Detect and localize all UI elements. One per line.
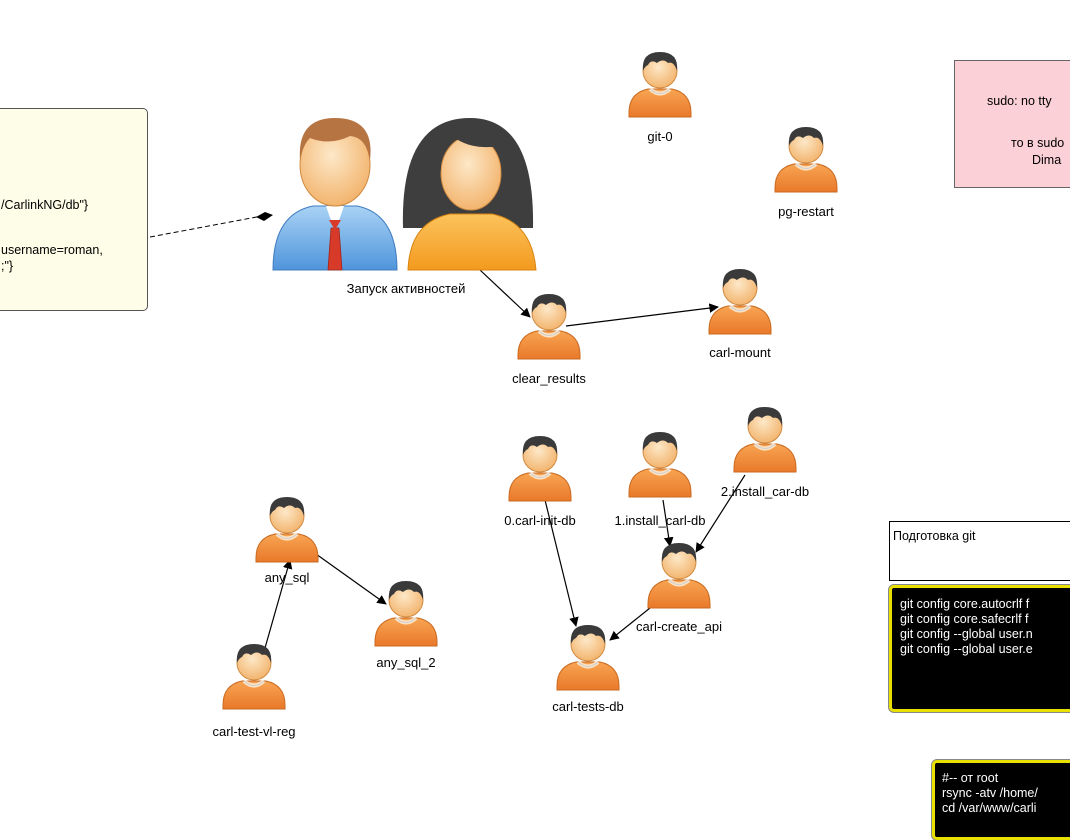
note-right-line-2: то в sudo	[1011, 136, 1065, 150]
node-label-init-db[interactable]: 0.carl-init-db	[504, 513, 576, 528]
note-left-line-3: ;"}	[1, 259, 14, 273]
edge-vlreg-anysql	[264, 559, 293, 649]
root-cmd-line: rsync -atv /home/	[942, 786, 1038, 800]
note-left-line-2: username=roman,	[1, 243, 103, 257]
actor-icon-create-api	[646, 541, 712, 610]
note-right[interactable]: sudo: no tty то в sudo Dima	[954, 60, 1070, 188]
node-label-git-0[interactable]: git-0	[647, 129, 673, 144]
git-prep-title: Подготовка git	[893, 529, 976, 543]
edge-zapusk-clear	[479, 269, 531, 318]
actor-icon-pg-restart	[773, 125, 839, 194]
node-label-test-vl-reg[interactable]: carl-test-vl-reg	[212, 724, 296, 739]
node-label-install-car-db[interactable]: 2.install_car-db	[720, 484, 810, 499]
node-label-any-sql[interactable]: any_sql	[264, 570, 310, 585]
actor-icon-install-car-db	[732, 405, 798, 474]
node-label-clear-results[interactable]: clear_results	[512, 371, 586, 386]
note-right-line-1: sudo: no tty	[987, 94, 1052, 108]
edge-clear-mount	[565, 303, 719, 327]
root-cmd-line: cd /var/www/carli	[942, 801, 1037, 815]
git-cmd-line: git config core.autocrlf f	[900, 597, 1030, 611]
root-cmd-line: #-- от root	[942, 771, 999, 785]
diagram-canvas	[149, 50, 839, 711]
woman-icon	[402, 118, 537, 271]
git-cmd-line: git config --global user.e	[900, 642, 1033, 656]
dashed-association-edge	[149, 215, 263, 238]
edge-install-car-api	[695, 474, 746, 553]
note-right-line-3: Dima	[1032, 153, 1062, 167]
git-prep-title-box[interactable]: Подготовка git	[889, 521, 1070, 581]
git-prep-terminal[interactable]: git config core.autocrlf f git config co…	[889, 585, 1070, 712]
actor-icon-clear-results	[516, 292, 582, 361]
node-label-tests-db[interactable]: carl-tests-db	[552, 699, 624, 714]
git-cmd-line: git config core.safecrlf f	[900, 612, 1029, 626]
note-left[interactable]: /CarlinkNG/db"} username=roman, ;"}	[0, 108, 148, 311]
actor-icon-git-0	[627, 50, 693, 119]
diamond-connector	[256, 212, 273, 221]
edge-init-tests	[544, 499, 579, 627]
node-label-zapusk[interactable]: Запуск активностей	[346, 281, 466, 296]
actor-icon-any-sql	[254, 495, 320, 564]
node-label-any-sql-2[interactable]: any_sql_2	[376, 655, 436, 670]
node-label-pg-restart[interactable]: pg-restart	[778, 204, 834, 219]
actor-icon-install-carl-db	[627, 430, 693, 499]
actor-icon-tests-db	[555, 623, 621, 692]
git-cmd-line: git config --global user.n	[900, 627, 1033, 641]
actor-icon-any-sql-2	[373, 579, 439, 648]
root-terminal[interactable]: #-- от root rsync -atv /home/ cd /var/ww…	[932, 760, 1070, 840]
edge-install-carl-api	[662, 499, 674, 547]
man-icon	[272, 118, 398, 271]
node-label-install-carl-db[interactable]: 1.install_carl-db	[614, 513, 706, 528]
actor-icon-init-db	[507, 434, 573, 503]
note-left-line-1: /CarlinkNG/db"}	[1, 198, 89, 212]
node-label-carl-mount[interactable]: carl-mount	[709, 345, 771, 360]
actor-icon-test-vl-reg	[221, 642, 287, 711]
node-label-create-api[interactable]: carl-create_api	[636, 619, 722, 634]
actor-icon-carl-mount	[707, 267, 773, 336]
edge-api-tests	[609, 603, 656, 641]
group-actor-icon	[272, 118, 537, 271]
